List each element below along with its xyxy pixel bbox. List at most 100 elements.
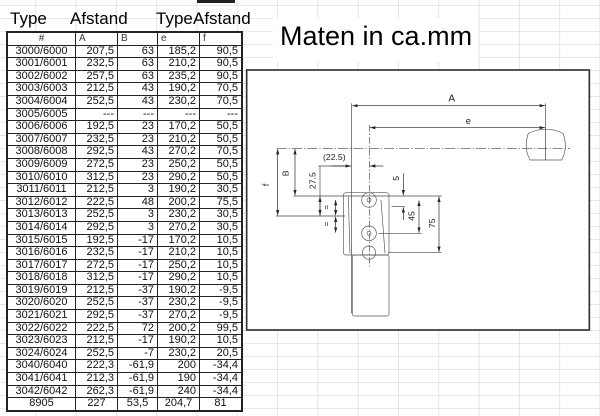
cell-a[interactable]: 212,5 — [75, 283, 118, 298]
cell-f[interactable]: 30,5 — [199, 220, 243, 235]
cell-b[interactable]: 23 — [117, 132, 158, 147]
cell-f[interactable]: -34,4 — [199, 384, 243, 399]
cell-a[interactable]: 227 — [75, 397, 118, 412]
cell-f[interactable]: 90,5 — [199, 44, 243, 59]
cell-e[interactable]: 230,2 — [157, 296, 200, 311]
cell-e[interactable]: 190,2 — [157, 183, 200, 197]
column-header-a[interactable]: A — [75, 31, 118, 46]
cell-a[interactable]: 292,5 — [75, 145, 118, 159]
cell-b[interactable]: -37 — [117, 296, 158, 311]
cell-e[interactable]: 200,2 — [157, 195, 200, 210]
cell-a[interactable]: 312,5 — [75, 271, 118, 285]
cell-e[interactable]: 250,2 — [157, 258, 200, 273]
cell-type[interactable]: 3002/6002 — [6, 69, 76, 84]
cell-type[interactable]: 3042/6042 — [6, 384, 76, 399]
cell-type[interactable]: 3021/6021 — [6, 309, 76, 323]
cell-e[interactable]: 270,2 — [157, 309, 200, 323]
cell-f[interactable]: 81 — [199, 397, 243, 412]
cell-b[interactable]: 3 — [117, 183, 158, 197]
cell-f[interactable]: 75,5 — [199, 195, 243, 210]
cell-a[interactable]: 312,5 — [75, 170, 118, 185]
cell-f[interactable]: 30,5 — [199, 208, 243, 222]
cell-e[interactable]: 230,2 — [157, 94, 200, 109]
cell-type[interactable]: 3012/6012 — [6, 195, 76, 210]
cell-type[interactable]: 3006/6006 — [6, 120, 76, 134]
cell-e[interactable]: 185,2 — [157, 44, 200, 59]
cell-e[interactable]: 250,2 — [157, 157, 200, 172]
cell-a[interactable]: 257,5 — [75, 69, 118, 84]
cell-a[interactable]: 222,3 — [75, 359, 118, 374]
cell-f[interactable]: 50,5 — [199, 120, 243, 134]
cell-type[interactable]: 3015/6015 — [6, 233, 76, 248]
cell-f[interactable]: 10,5 — [199, 258, 243, 273]
cell-b[interactable]: 23 — [117, 157, 158, 172]
cell-e[interactable]: 270,2 — [157, 220, 200, 235]
cell-f[interactable]: -34,4 — [199, 359, 243, 374]
cell-a[interactable]: 232,5 — [75, 246, 118, 260]
cell-b[interactable]: 23 — [117, 170, 158, 185]
cell-a[interactable]: 212,5 — [75, 334, 118, 348]
cell-type[interactable]: 3041/6041 — [6, 372, 76, 386]
cell-f[interactable]: 30,5 — [199, 183, 243, 197]
cell-b[interactable]: --- — [117, 107, 158, 122]
cell-b[interactable]: -37 — [117, 283, 158, 298]
cell-b[interactable]: 43 — [117, 82, 158, 96]
cell-b[interactable]: -61,9 — [117, 384, 158, 399]
cell-e[interactable]: 190 — [157, 372, 200, 386]
cell-a[interactable]: 232,5 — [75, 132, 118, 147]
cell-b[interactable]: 63 — [117, 57, 158, 71]
cell-b[interactable]: -61,9 — [117, 372, 158, 386]
cell-e[interactable]: 190,2 — [157, 334, 200, 348]
cell-type[interactable]: 3010/6010 — [6, 170, 76, 185]
cell-type[interactable]: 3019/6019 — [6, 283, 76, 298]
cell-b[interactable]: 3 — [117, 220, 158, 235]
cell-f[interactable]: 10,5 — [199, 334, 243, 348]
cell-type[interactable]: 3011/6011 — [6, 183, 76, 197]
cell-type[interactable]: 3005/6005 — [6, 107, 76, 122]
cell-b[interactable]: -61,9 — [117, 359, 158, 374]
cell-b[interactable]: 43 — [117, 145, 158, 159]
cell-f[interactable]: 50,5 — [199, 132, 243, 147]
cell-e[interactable]: 240 — [157, 384, 200, 399]
cell-e[interactable]: 204,7 — [157, 397, 200, 412]
cell-b[interactable]: 23 — [117, 120, 158, 134]
cell-e[interactable]: --- — [157, 107, 200, 122]
cell-type[interactable]: 3040/6040 — [6, 359, 76, 374]
cell-b[interactable]: -17 — [117, 233, 158, 248]
cell-type[interactable]: 3024/6024 — [6, 346, 76, 361]
cell-a[interactable]: 252,5 — [75, 208, 118, 222]
cell-b[interactable]: 63 — [117, 69, 158, 84]
cell-a[interactable]: 222,5 — [75, 321, 118, 336]
cell-e[interactable]: 230,2 — [157, 346, 200, 361]
cell-a[interactable]: 272,5 — [75, 258, 118, 273]
cell-f[interactable]: 10,5 — [199, 246, 243, 260]
cell-f[interactable]: --- — [199, 107, 243, 122]
cell-a[interactable]: 272,5 — [75, 157, 118, 172]
cell-type[interactable]: 3013/6013 — [6, 208, 76, 222]
cell-a[interactable]: 212,3 — [75, 372, 118, 386]
cell-b[interactable]: 63 — [117, 44, 158, 59]
cell-type[interactable]: 8905 — [6, 397, 76, 412]
cell-f[interactable]: 70,5 — [199, 145, 243, 159]
cell-type[interactable]: 3023/6023 — [6, 334, 76, 348]
cell-a[interactable]: 252,5 — [75, 94, 118, 109]
cell-e[interactable]: 210,2 — [157, 132, 200, 147]
cell-e[interactable]: 170,2 — [157, 233, 200, 248]
cell-type[interactable]: 3009/6009 — [6, 157, 76, 172]
cell-b[interactable]: -17 — [117, 334, 158, 348]
cell-e[interactable]: 235,2 — [157, 69, 200, 84]
cell-b[interactable]: -7 — [117, 346, 158, 361]
cell-a[interactable]: 292,5 — [75, 309, 118, 323]
cell-e[interactable]: 230,2 — [157, 208, 200, 222]
cell-type[interactable]: 3003/6003 — [6, 82, 76, 96]
cell-type[interactable]: 3016/6016 — [6, 246, 76, 260]
cell-e[interactable]: 190,2 — [157, 283, 200, 298]
cell-e[interactable]: 290,2 — [157, 271, 200, 285]
cell-a[interactable]: 232,5 — [75, 57, 118, 71]
cell-type[interactable]: 3004/6004 — [6, 94, 76, 109]
cell-b[interactable]: 53,5 — [117, 397, 158, 412]
cell-type[interactable]: 3020/6020 — [6, 296, 76, 311]
cell-b[interactable]: 48 — [117, 195, 158, 210]
cell-b[interactable]: -17 — [117, 246, 158, 260]
column-header-f[interactable]: f — [199, 31, 243, 46]
